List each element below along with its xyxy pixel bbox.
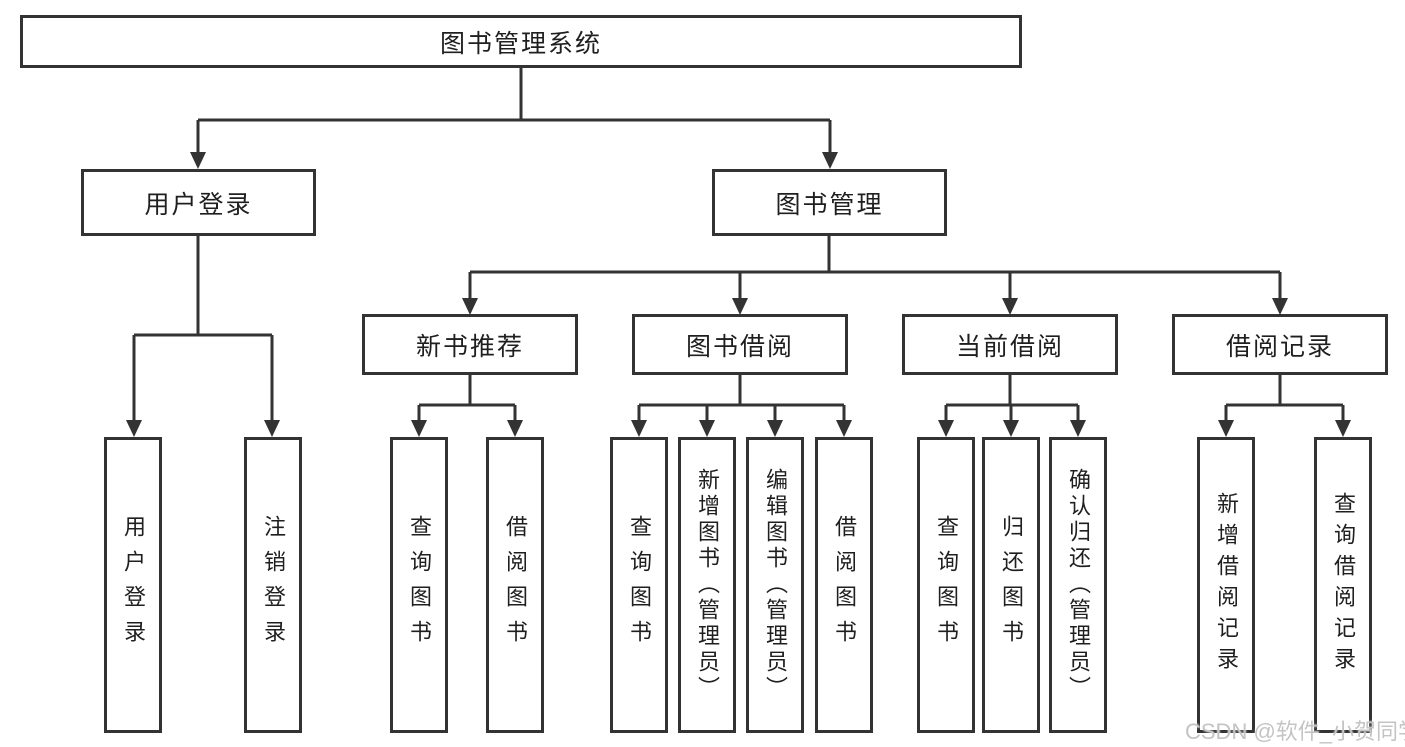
leaf-query-borrow-record: 查询借阅记录 [1314, 437, 1372, 733]
leaf-return-books: 归还图书 [982, 437, 1040, 733]
node-root-system: 图书管理系统 [20, 15, 1022, 68]
leaf-borrow-books-recommend: 借阅图书 [486, 437, 544, 733]
leaf-label: 确认归还（管理员） [1066, 468, 1091, 702]
leaf-label: 注销登录 [261, 515, 286, 655]
leaf-add-borrow-record: 新增借阅记录 [1197, 437, 1255, 733]
leaf-label: 查询借阅记录 [1331, 492, 1356, 678]
leaf-edit-books-admin: 编辑图书（管理员） [746, 437, 804, 733]
leaf-label: 新增借阅记录 [1214, 492, 1239, 678]
leaf-label: 查询图书 [407, 515, 432, 655]
leaf-confirm-return-admin: 确认归还（管理员） [1049, 437, 1107, 733]
leaf-label: 用户登录 [121, 515, 146, 655]
node-new-book-recommend: 新书推荐 [362, 314, 578, 375]
node-book-management: 图书管理 [712, 169, 947, 236]
leaf-user-login: 用户登录 [104, 437, 162, 733]
node-user-login: 用户登录 [81, 169, 316, 236]
leaf-logout: 注销登录 [244, 437, 302, 733]
leaf-query-books-current: 查询图书 [917, 437, 975, 733]
node-book-borrow: 图书借阅 [632, 314, 848, 375]
node-borrow-records: 借阅记录 [1172, 314, 1388, 375]
csdn-watermark: CSDN @软件_小贺同学 [1185, 719, 1405, 744]
leaf-query-books-borrow: 查询图书 [610, 437, 668, 733]
node-current-borrow: 当前借阅 [902, 314, 1118, 375]
leaf-label: 归还图书 [999, 515, 1024, 655]
leaf-query-books-recommend: 查询图书 [390, 437, 448, 733]
leaf-label: 查询图书 [934, 515, 959, 655]
leaf-borrow-books: 借阅图书 [815, 437, 873, 733]
leaf-label: 新增图书（管理员） [695, 468, 720, 702]
leaf-label: 编辑图书（管理员） [763, 468, 788, 702]
leaf-label: 查询图书 [627, 515, 652, 655]
leaf-label: 借阅图书 [832, 515, 857, 655]
leaf-add-books-admin: 新增图书（管理员） [678, 437, 736, 733]
leaf-label: 借阅图书 [503, 515, 528, 655]
